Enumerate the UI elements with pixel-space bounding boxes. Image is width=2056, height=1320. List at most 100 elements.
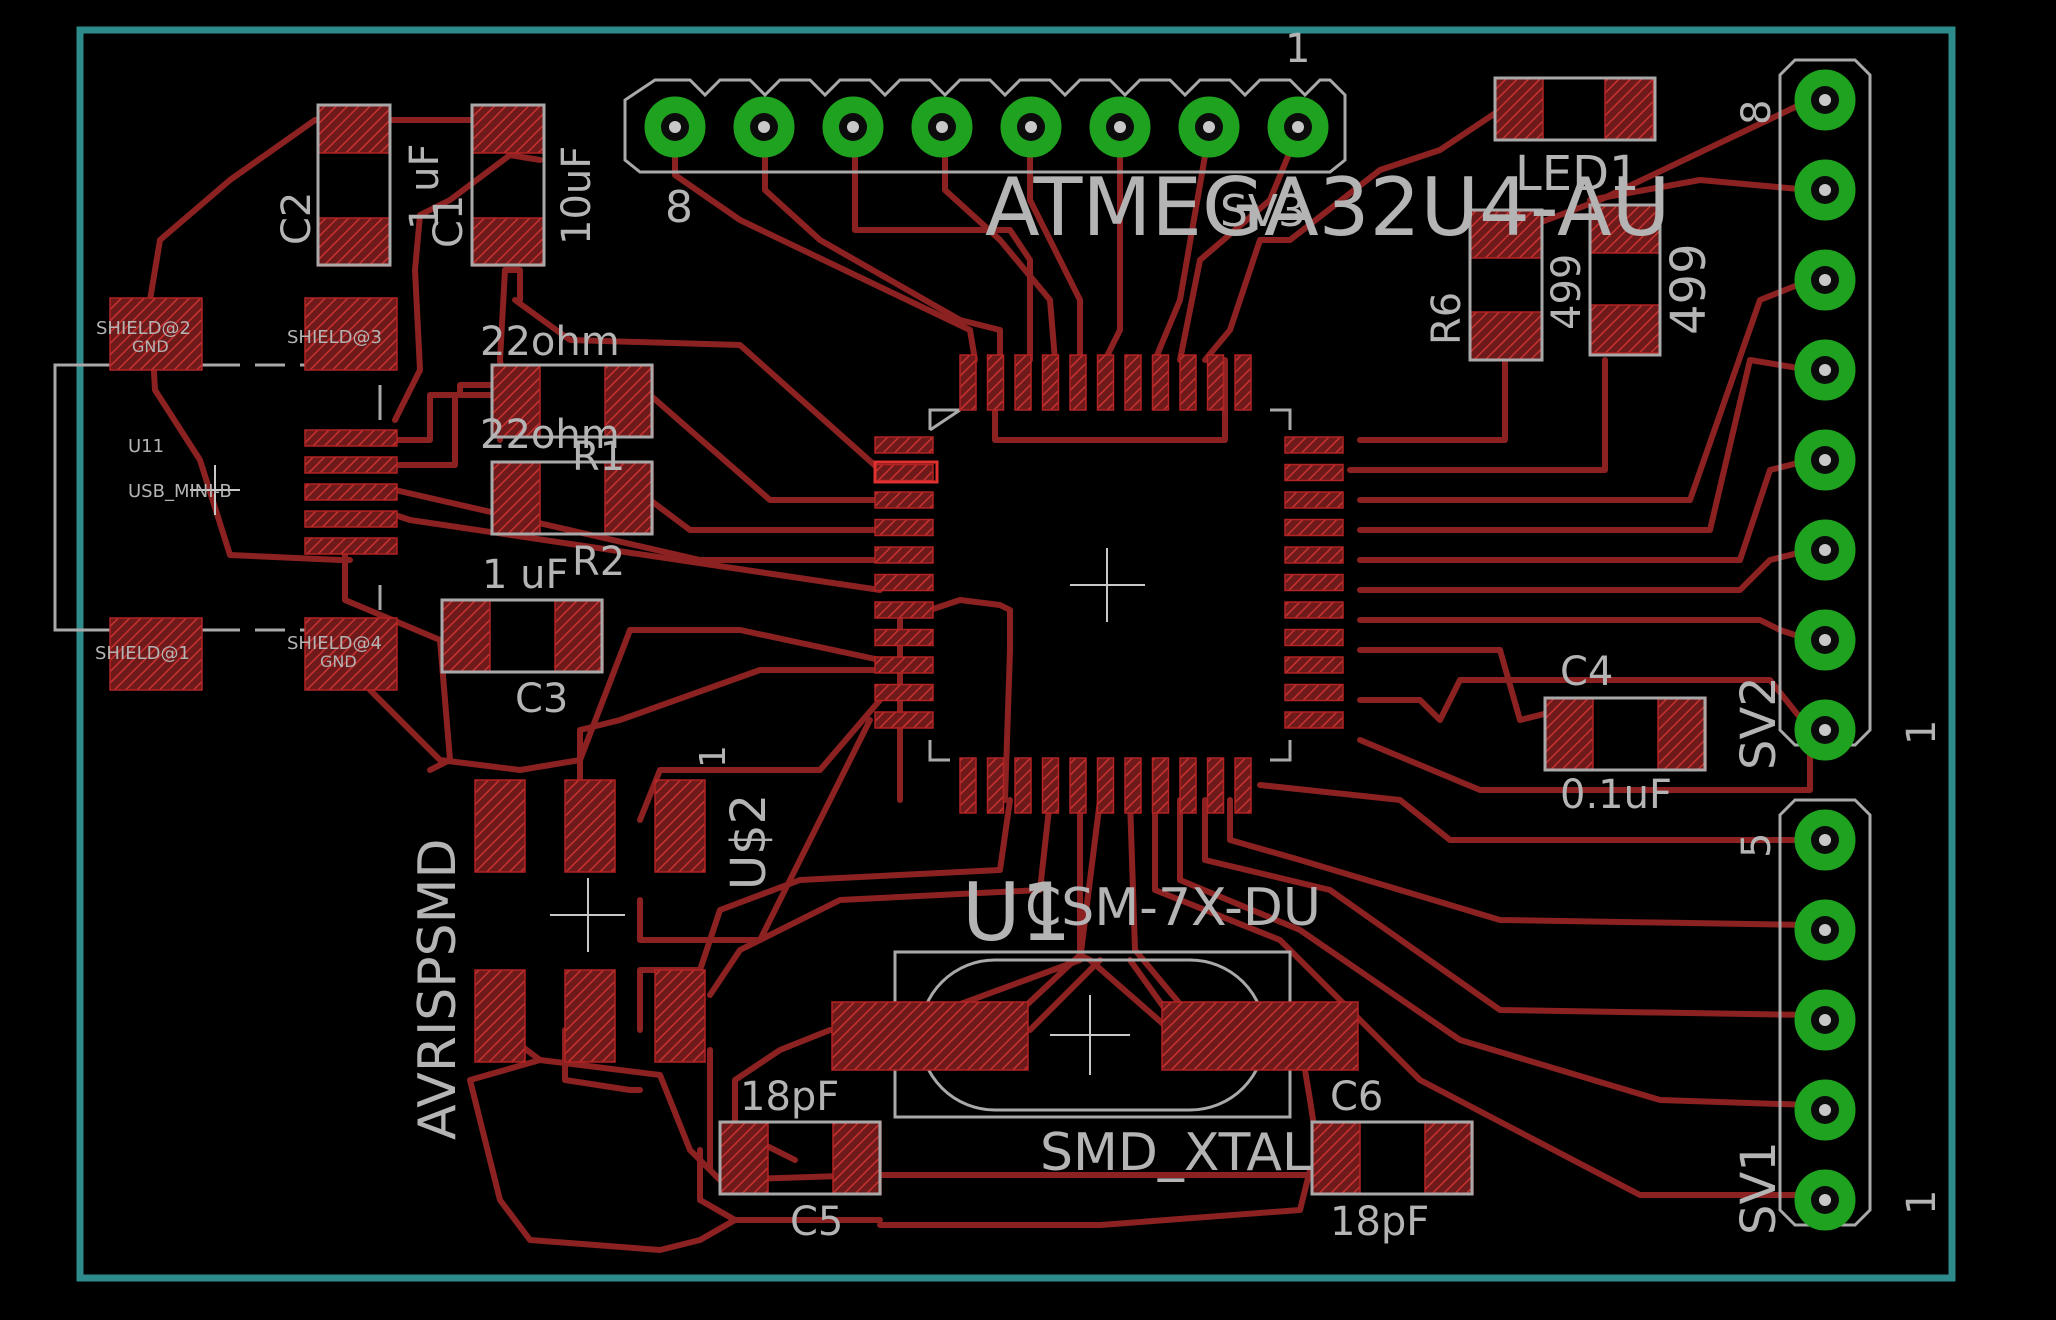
r-led-pad [1589, 304, 1661, 354]
mcu-pads [873, 354, 1344, 814]
c2-pad [317, 217, 391, 267]
sv2-pin [1794, 69, 1856, 131]
mcu-pad-top [1041, 354, 1060, 411]
c6-pad [1311, 1121, 1361, 1195]
shield1-label: SHIELD@1 [95, 643, 190, 664]
passive-components [316, 76, 1707, 1196]
sv1-pin1-label: 1 [1899, 1190, 1945, 1215]
sv1-pin [1794, 899, 1856, 961]
c6-label: C6 [1330, 1074, 1383, 1120]
c4-pad [1544, 697, 1594, 771]
isp-pad [564, 969, 616, 1063]
r1-pad [491, 364, 541, 438]
sv3-pin [644, 96, 706, 158]
r2-label: R2 [572, 539, 625, 585]
r6-body [1468, 208, 1544, 362]
mcu-pad-top [1069, 354, 1087, 411]
sv3-pin [822, 96, 884, 158]
c1-pad [471, 104, 545, 154]
c5-body [718, 1120, 882, 1196]
sv3-pin [1267, 96, 1329, 158]
sv2-pin [1794, 609, 1856, 671]
c1-value-label: 10uF [554, 146, 600, 245]
isp-pin1-label: 1 [693, 745, 734, 768]
mcu-pad-bottom [1124, 757, 1142, 814]
mcu-pad-right [1284, 491, 1344, 509]
isp-pad [474, 969, 526, 1063]
mcu-pad-left [874, 601, 934, 619]
sv3-pin [733, 96, 795, 158]
led-pad [1494, 77, 1544, 141]
mcu-pad-left [874, 628, 934, 647]
c5-pad [832, 1121, 882, 1195]
c3-pad [554, 599, 604, 673]
sv2-label: SV2 [1731, 676, 1787, 770]
usb-shield-pad-4 [304, 617, 398, 691]
mcu-pad-right [1284, 546, 1344, 564]
mcu-pad-top [1014, 354, 1032, 411]
xtal-pad-1 [831, 1001, 1029, 1071]
c4-value-label: 0.1uF [1560, 772, 1672, 818]
r6-pad [1469, 209, 1543, 259]
mcu-pad-left [874, 491, 934, 509]
c6-body [1310, 1120, 1474, 1196]
mcu-pad-top [1096, 354, 1115, 411]
isp-name-label: AVRISPSMD [408, 838, 468, 1140]
sv2-pin [1794, 519, 1856, 581]
r2-value-label: 22ohm [480, 412, 620, 458]
usb-signal-pad [304, 456, 398, 474]
sv3-pin [1178, 96, 1240, 158]
mcu-pad-top [1206, 354, 1225, 411]
r-led-body [1588, 203, 1662, 357]
mcu-pad-top [1151, 354, 1170, 411]
c4-pad [1657, 697, 1707, 771]
mcu-pad-right [1284, 573, 1344, 592]
usb-name-label: U11 [128, 436, 164, 457]
c1-body [470, 103, 546, 267]
sv2-pin [1794, 699, 1856, 761]
shield2-label: SHIELD@2 [96, 318, 191, 339]
c3-body [440, 598, 604, 674]
r-led-value-label: 499 [1661, 243, 1717, 335]
xtal-pkg-label: SMD_XTAL [1040, 1123, 1311, 1183]
sv3-label: SV3 [1220, 186, 1306, 237]
led-pad [1604, 77, 1654, 141]
shield4-gnd-label: GND [320, 652, 357, 671]
c2-label: C2 [274, 192, 320, 245]
mcu-pad-bottom [959, 757, 977, 814]
mcu-pad-bottom [1151, 757, 1170, 814]
shield3-label: SHIELD@3 [287, 327, 382, 348]
usb-signal-pad [304, 483, 398, 501]
mcu-pad-bottom [1096, 757, 1115, 814]
mcu-pin1-marker [873, 460, 939, 484]
usb-signal-pad [304, 510, 398, 528]
mcu-pad-left [874, 436, 934, 454]
r1-value-label: 22ohm [480, 319, 620, 365]
mcu-pad-right [1284, 436, 1344, 454]
c3-value-label: 1 uF [482, 552, 569, 598]
mcu-pad-bottom [1234, 757, 1252, 814]
board-outline [76, 26, 1956, 1282]
usb-shield-pad-2 [109, 297, 203, 371]
c3-pad [441, 599, 491, 673]
mcu-pad-left [874, 518, 934, 537]
r1-label: R1 [572, 434, 625, 480]
usb-connector [109, 297, 398, 691]
mcu-pad-bottom [1069, 757, 1087, 814]
sv3-pin [1000, 96, 1062, 158]
mcu-pad-right [1284, 518, 1344, 537]
mcu-pad-bottom [1041, 757, 1060, 814]
led-label: LED1 [1515, 146, 1640, 202]
usb-value-label: USB_MINI-B [128, 481, 232, 502]
sv1-pin [1794, 1079, 1856, 1141]
mcu-pad-top [1234, 354, 1252, 411]
mcu-pad-top [1124, 354, 1142, 411]
c3-label: C3 [515, 676, 568, 722]
mcu-pad-left [874, 711, 934, 729]
mcu-pad-left [874, 656, 934, 674]
sv1-label: SV1 [1731, 1141, 1787, 1235]
isp-pad [654, 969, 706, 1063]
shield2-gnd-label: GND [132, 337, 169, 356]
mcu-pad-left [874, 546, 934, 564]
r-led-pad [1589, 204, 1661, 254]
